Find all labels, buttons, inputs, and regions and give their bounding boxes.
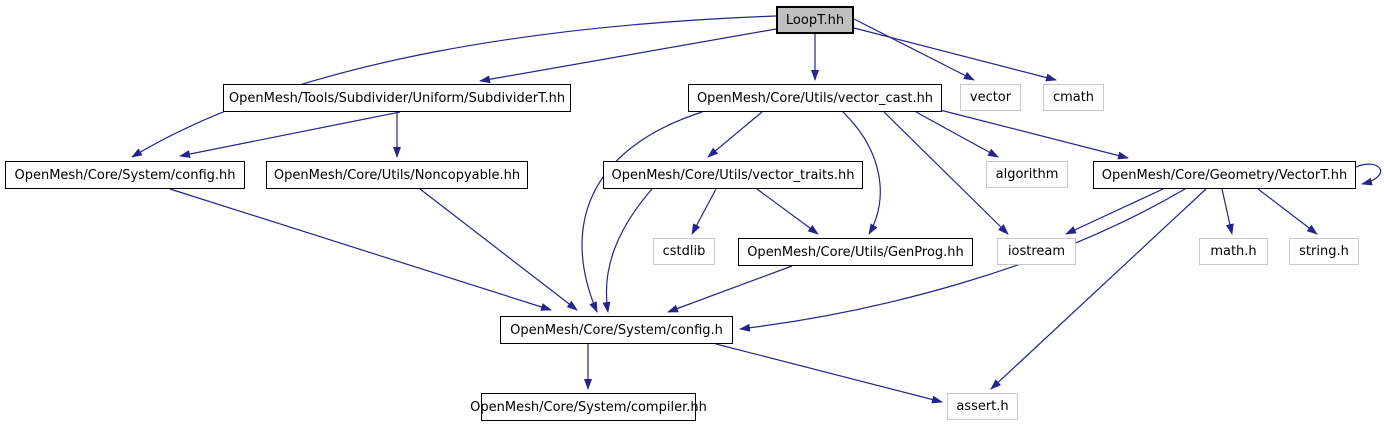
node-string-h: string.h	[1289, 238, 1359, 265]
edge-vector-cast-to-genprog	[842, 111, 881, 235]
edge-vectort-to-config-h	[739, 188, 1186, 332]
node-algorithm: algorithm	[986, 161, 1068, 188]
edge-vectort-self-loop	[1355, 163, 1382, 186]
edge-vector-cast-to-vector-traits	[707, 111, 763, 158]
node-vectort-hh[interactable]: OpenMesh/Core/Geometry/VectorT.hh	[1093, 161, 1356, 189]
node-config-hh[interactable]: OpenMesh/Core/System/config.hh	[5, 161, 245, 189]
node-iostream: iostream	[997, 238, 1076, 265]
edge-genprog-to-config-h	[667, 265, 793, 313]
edge-loopt-to-vector	[853, 18, 975, 81]
node-math-h: math.h	[1199, 238, 1268, 265]
edge-vectort-to-string-h	[1257, 188, 1318, 235]
edge-vectort-to-assert-h	[990, 188, 1207, 390]
edge-vector-cast-to-vectort	[939, 109, 1129, 160]
node-vector-traits-hh[interactable]: OpenMesh/Core/Utils/vector_traits.hh	[603, 161, 863, 189]
edge-loopt-to-subdividert	[479, 28, 777, 84]
node-subdividert-hh[interactable]: OpenMesh/Tools/Subdivider/Uniform/Subdiv…	[223, 84, 571, 112]
edge-config-h-to-assert-h	[715, 343, 943, 404]
node-loopt-hh: LoopT.hh	[776, 6, 854, 34]
edge-loopt-to-config-hh	[131, 15, 777, 158]
edge-noncopyable-to-config-h	[419, 188, 578, 311]
edge-vectort-to-math-h	[1221, 188, 1234, 235]
edge-vector-traits-to-cstdlib	[691, 188, 717, 235]
node-vector-cast-hh[interactable]: OpenMesh/Core/Utils/vector_cast.hh	[688, 84, 942, 112]
node-cstdlib: cstdlib	[653, 238, 715, 265]
edge-vector-traits-to-genprog	[756, 188, 819, 235]
edge-vectort-to-iostream	[1065, 188, 1164, 235]
node-cmath: cmath	[1043, 84, 1104, 111]
node-genprog-hh[interactable]: OpenMesh/Core/Utils/GenProg.hh	[738, 238, 973, 266]
edge-vector-cast-to-iostream	[883, 111, 1009, 235]
node-vector: vector	[960, 84, 1021, 111]
edge-vector-traits-to-config-h	[602, 188, 653, 313]
edge-vector-cast-to-config-h	[581, 111, 703, 313]
edge-vector-cast-to-algorithm	[915, 111, 999, 158]
edge-config-hh-to-config-h	[169, 188, 552, 311]
edge-subdividert-to-config-hh	[179, 111, 401, 158]
node-config-h[interactable]: OpenMesh/Core/System/config.h	[500, 316, 733, 344]
node-assert-h: assert.h	[947, 393, 1018, 420]
edge-loopt-to-cmath	[853, 27, 1057, 82]
node-noncopyable-hh[interactable]: OpenMesh/Core/Utils/Noncopyable.hh	[266, 161, 528, 189]
node-compiler-hh[interactable]: OpenMesh/Core/System/compiler.hh	[470, 393, 707, 421]
